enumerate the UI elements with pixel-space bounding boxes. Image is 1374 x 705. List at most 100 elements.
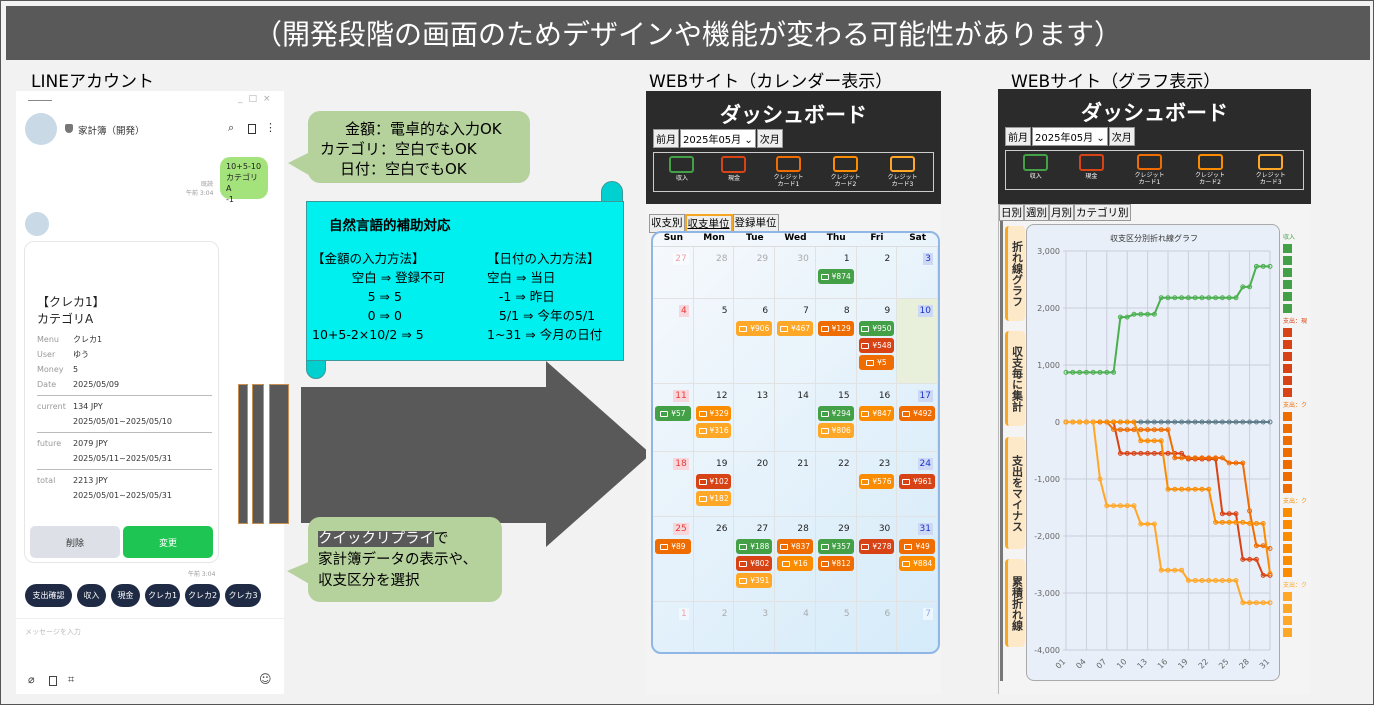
bookmark-icon[interactable]	[49, 676, 57, 686]
window-controls[interactable]: _□×	[238, 94, 277, 104]
legend-swatch[interactable]	[1283, 328, 1292, 337]
legend-swatch[interactable]	[1283, 388, 1292, 397]
day-cell[interactable]: 10	[897, 299, 938, 383]
day-cell[interactable]: 29¥357¥812	[816, 517, 857, 601]
search-icon[interactable]: ⌕	[228, 121, 235, 134]
day-cell[interactable]: 21	[775, 452, 816, 516]
calendar-entry[interactable]: ¥884	[899, 556, 935, 571]
change-button[interactable]: 変更	[123, 526, 213, 558]
day-cell[interactable]: 28	[694, 247, 735, 298]
quick-reply-cash[interactable]: 現金	[111, 584, 140, 607]
quick-reply-expense-check[interactable]: 支出確認	[25, 584, 72, 607]
calendar-entry[interactable]: ¥188	[736, 539, 773, 554]
category-button[interactable]: クレジット カード2	[1195, 154, 1225, 186]
chat-avatar[interactable]	[25, 113, 57, 145]
day-cell[interactable]: 9¥950¥548¥5	[857, 299, 898, 383]
legend-swatch[interactable]	[1283, 244, 1292, 253]
quick-reply-card3[interactable]: クレカ3	[225, 584, 261, 607]
notes-icon[interactable]	[248, 124, 256, 134]
day-cell[interactable]: 22	[816, 452, 857, 516]
calendar-entry[interactable]: ¥102	[695, 474, 732, 489]
calendar-entry[interactable]: ¥467	[777, 321, 813, 336]
legend-swatch[interactable]	[1283, 592, 1292, 601]
tab-月別[interactable]: 月別	[1049, 204, 1074, 221]
legend-swatch[interactable]	[1283, 568, 1292, 577]
legend-swatch[interactable]	[1283, 280, 1292, 289]
calendar-entry[interactable]: ¥950	[858, 321, 895, 336]
calendar-entry[interactable]: ¥329	[695, 406, 732, 421]
calendar-entry[interactable]: ¥812	[817, 556, 854, 571]
legend-swatch[interactable]	[1283, 544, 1292, 553]
legend-swatch[interactable]	[1283, 304, 1292, 313]
tab-週別[interactable]: 週別	[1024, 204, 1049, 221]
category-button[interactable]: クレジット カード2	[830, 156, 860, 188]
day-cell[interactable]: 2	[694, 602, 735, 652]
category-button[interactable]: クレジット カード1	[773, 156, 803, 188]
day-cell[interactable]: 4	[653, 299, 694, 383]
side-tab[interactable]: 折れ線グラフ	[1005, 226, 1025, 321]
day-cell[interactable]: 15¥294¥806	[816, 384, 857, 451]
calendar-entry[interactable]: ¥961	[899, 474, 935, 489]
attach-icon[interactable]: ⌀	[28, 673, 35, 686]
calendar-entry[interactable]: ¥806	[817, 423, 854, 438]
day-cell[interactable]: 28¥837¥16	[775, 517, 816, 601]
day-cell[interactable]: 1¥874	[816, 247, 857, 298]
day-cell[interactable]: 14	[775, 384, 816, 451]
day-cell[interactable]: 27	[653, 247, 694, 298]
legend-swatch[interactable]	[1283, 448, 1292, 457]
calendar-entry[interactable]: ¥5	[858, 355, 895, 370]
prev-month-button[interactable]: 前月	[653, 129, 679, 148]
calendar-entry[interactable]: ¥802	[736, 556, 773, 571]
category-button[interactable]: クレジット カード3	[887, 156, 917, 188]
day-cell[interactable]: 2	[857, 247, 898, 298]
calendar-entry[interactable]: ¥492	[899, 406, 935, 421]
calendar-entry[interactable]: ¥316	[695, 423, 732, 438]
day-cell[interactable]: 12¥329¥316	[694, 384, 735, 451]
side-tab[interactable]: 収支毎に集計	[1005, 331, 1025, 426]
day-cell[interactable]: 8¥129	[816, 299, 857, 383]
legend-swatch[interactable]	[1283, 556, 1292, 565]
legend-swatch[interactable]	[1283, 484, 1292, 493]
day-cell[interactable]: 6	[857, 602, 898, 652]
category-button[interactable]: クレジット カード1	[1134, 154, 1164, 186]
day-cell[interactable]: 27¥188¥802¥391	[734, 517, 776, 601]
calendar-entry[interactable]: ¥129	[817, 321, 854, 336]
day-cell[interactable]: 6¥906	[734, 299, 776, 383]
legend-swatch[interactable]	[1283, 364, 1292, 373]
category-button[interactable]: 現金	[721, 156, 747, 188]
day-cell[interactable]: 31¥49¥884	[897, 517, 938, 601]
legend-swatch[interactable]	[1283, 436, 1292, 445]
delete-button[interactable]: 削除	[30, 526, 120, 558]
calendar-entry[interactable]: ¥874	[817, 269, 854, 284]
calendar-entry[interactable]: ¥89	[655, 539, 691, 554]
side-tab[interactable]: 累積折れ線	[1005, 559, 1025, 647]
calendar-entry[interactable]: ¥391	[736, 573, 773, 588]
day-cell[interactable]: 11¥57	[653, 384, 694, 451]
day-cell[interactable]: 30	[775, 247, 816, 298]
calendar-entry[interactable]: ¥294	[817, 406, 854, 421]
day-cell[interactable]: 3	[734, 602, 776, 652]
legend-swatch[interactable]	[1283, 604, 1292, 613]
legend-swatch[interactable]	[1283, 472, 1292, 481]
calendar-entry[interactable]: ¥548	[858, 338, 895, 353]
month-select[interactable]: 2025年05月 ⌄	[1032, 127, 1108, 146]
day-cell[interactable]: 3	[897, 247, 938, 298]
calendar-entry[interactable]: ¥847	[858, 406, 895, 421]
legend-swatch[interactable]	[1283, 256, 1292, 265]
legend-swatch[interactable]	[1283, 376, 1292, 385]
legend-swatch[interactable]	[1283, 268, 1292, 277]
day-cell[interactable]: 5	[694, 299, 735, 383]
quick-reply-income[interactable]: 収入	[77, 584, 106, 607]
day-cell[interactable]: 7	[897, 602, 938, 652]
crop-icon[interactable]: ⌗	[68, 673, 75, 686]
quick-reply-card2[interactable]: クレカ2	[185, 584, 220, 607]
legend-swatch[interactable]	[1283, 412, 1292, 421]
pin-slider-icon[interactable]	[28, 100, 52, 101]
category-button[interactable]: 現金	[1078, 154, 1104, 186]
day-cell[interactable]: 17¥492	[897, 384, 938, 451]
day-cell[interactable]: 4	[775, 602, 816, 652]
more-menu-icon[interactable]: ⋮	[265, 121, 276, 134]
calendar-entry[interactable]: ¥182	[695, 491, 732, 506]
calendar-entry[interactable]: ¥906	[736, 321, 773, 336]
category-button[interactable]: クレジット カード3	[1256, 154, 1286, 186]
